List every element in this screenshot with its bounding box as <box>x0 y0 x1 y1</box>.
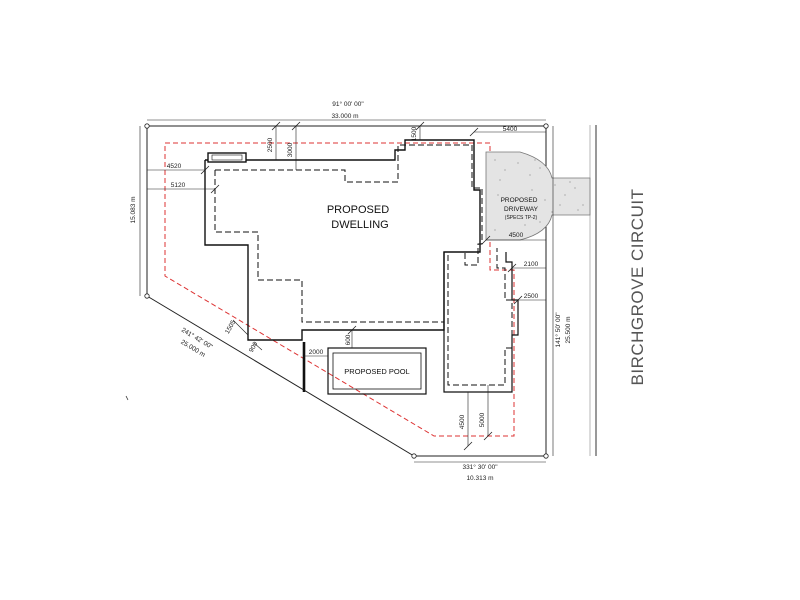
property-boundary <box>146 125 547 457</box>
driveway-speckle <box>494 159 584 234</box>
setback-2500-top: 2500 <box>267 137 274 152</box>
setback-900: 900 <box>248 340 260 353</box>
pool-label: PROPOSED POOL <box>344 367 409 376</box>
upper-floor-outline <box>215 144 513 386</box>
left-length-label: 15.083 m <box>130 196 137 223</box>
driveway-label-line2: DRIVEWAY <box>504 206 539 213</box>
top-length-label: 33.000 m <box>331 113 358 120</box>
setback-2500-right: 2500 <box>524 293 539 300</box>
stray-mark <box>125 395 129 401</box>
driveway-area <box>485 151 591 241</box>
boundary-corner <box>411 453 417 459</box>
setback-5000: 5000 <box>479 412 486 427</box>
street-name: BIRCHGROVE CIRCUIT <box>628 189 647 386</box>
upper-floor-lower <box>214 170 444 323</box>
setback-1505: 1505 <box>224 319 237 335</box>
driveway-label-line3: (SPECS TP-2) <box>505 215 538 221</box>
setback-600: 600 <box>345 334 352 345</box>
dwelling-outline <box>204 139 481 341</box>
bottom-length-label: 10.313 m <box>466 475 493 482</box>
dimension-ticks <box>200 121 523 451</box>
entry-feature-inner <box>211 154 243 161</box>
dwelling-label-line1: PROPOSED <box>327 204 389 216</box>
garage-outline <box>443 252 519 393</box>
pool-outer <box>327 347 427 395</box>
driveway-label-line1: PROPOSED <box>501 197 538 204</box>
top-bearing-label: 91° 00' 00" <box>332 100 364 108</box>
boundary-corner <box>543 123 549 129</box>
right-length-label: 25.500 m <box>565 316 572 343</box>
entry-feature <box>207 152 247 163</box>
boundary-corner <box>144 293 150 299</box>
pool-inner <box>332 352 422 390</box>
setback-5120: 5120 <box>171 182 186 189</box>
dwelling-label-line2: DWELLING <box>331 219 388 231</box>
setback-4500: 4500 <box>509 232 524 239</box>
boundary-corner <box>543 453 549 459</box>
dimension-lines <box>139 119 554 463</box>
setback-1500-top: 1500 <box>411 126 418 141</box>
setback-2000: 2000 <box>309 349 324 356</box>
setback-5400: 5400 <box>503 126 518 133</box>
boundary-corner <box>144 123 150 129</box>
setback-4520: 4520 <box>167 163 182 170</box>
bottom-bearing-label: 331° 30' 00" <box>462 463 498 471</box>
right-bearing-label: 141° 50' 00" <box>554 312 562 348</box>
setback-2100: 2100 <box>524 261 539 268</box>
setback-3000-top: 3000 <box>287 142 294 157</box>
setback-4500-bottom: 4500 <box>459 414 466 429</box>
